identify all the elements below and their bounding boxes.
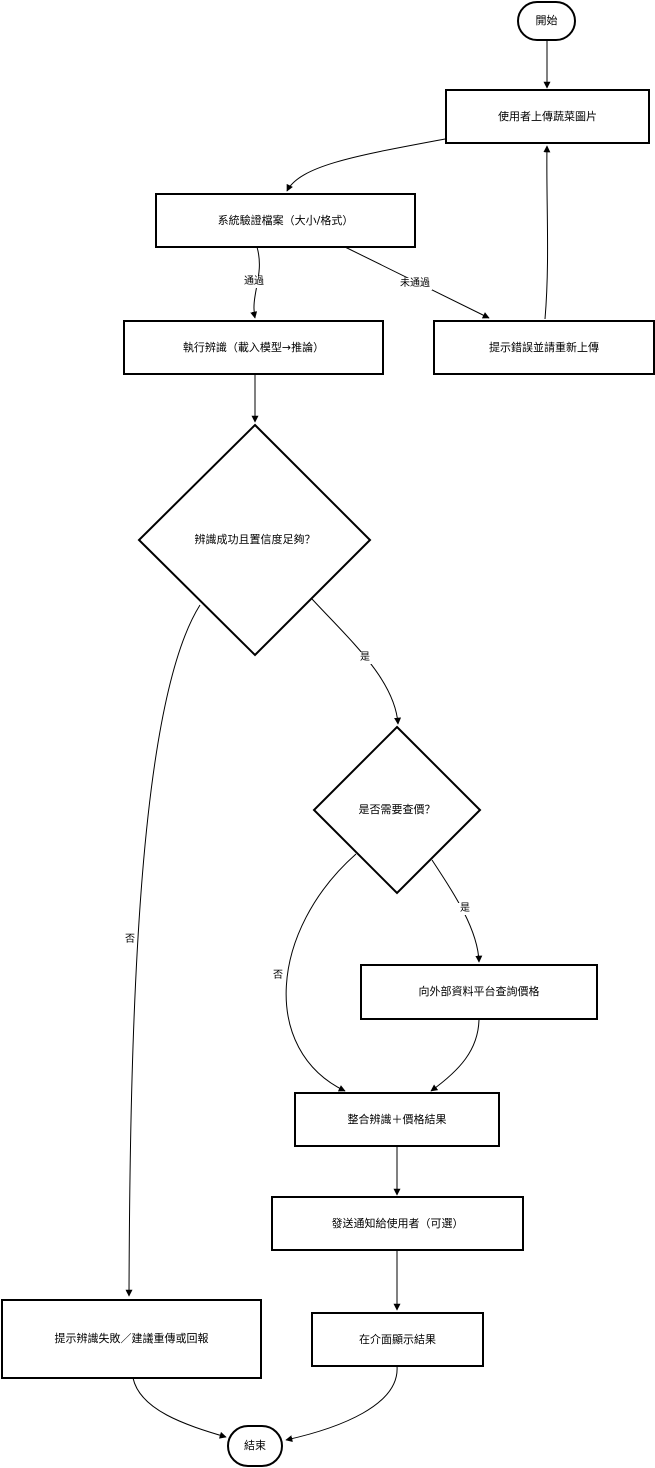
decision-price-label: 是否需要查價？ (358, 803, 436, 817)
notify-node: 發送通知給使用者（可選） (271, 1196, 524, 1251)
decision-success-node: 辨識成功且置信度足夠？ (160, 525, 350, 555)
validate-node: 系統驗證檔案（大小/格式） (155, 193, 416, 248)
merge-node: 整合辨識＋價格結果 (294, 1092, 500, 1147)
decision-success-shape (137, 423, 372, 657)
decision-success-label: 辨識成功且置信度足夠？ (194, 533, 316, 547)
error-node: 提示錯誤並請重新上傳 (433, 320, 655, 375)
edge-success-no (125, 604, 201, 1297)
edge-query-merge (430, 1019, 480, 1092)
start-label: 開始 (535, 14, 558, 28)
display-node: 在介面顯示結果 (311, 1312, 484, 1367)
end-node: 結束 (227, 1425, 283, 1467)
edge-fail-end (132, 1377, 227, 1439)
upload-node: 使用者上傳蔬菜圖片 (445, 89, 650, 144)
recognize-node: 執行辨識（載入模型→推論） (123, 320, 384, 375)
display-label: 在介面顯示結果 (359, 1332, 436, 1346)
edge-success-yes (311, 598, 402, 725)
edge-price-no (285, 853, 357, 1092)
decision-price-node: 是否需要查價？ (330, 795, 464, 825)
edge-label-not-pass: 未通過 (398, 278, 432, 290)
edge-label-no-1: 否 (123, 934, 137, 946)
recognize-label: 執行辨識（載入模型→推論） (182, 340, 325, 354)
edge-upload-validate (286, 138, 446, 192)
validate-label: 系統驗證檔案（大小/格式） (217, 213, 354, 227)
decision-price-shape (312, 725, 482, 895)
fail-label: 提示辨識失敗／建議重傳或回報 (54, 1332, 209, 1346)
edge-label-pass: 通過 (242, 276, 266, 288)
start-node: 開始 (517, 1, 576, 41)
edge-label-yes-2: 是 (458, 903, 472, 915)
merge-label: 整合辨識＋價格結果 (347, 1112, 447, 1126)
error-label: 提示錯誤並請重新上傳 (489, 340, 599, 354)
upload-label: 使用者上傳蔬菜圖片 (498, 109, 597, 123)
end-label: 結束 (244, 1439, 266, 1453)
edge-label-no-2: 否 (271, 970, 285, 982)
query-price-node: 向外部資料平台查詢價格 (360, 964, 598, 1020)
edge-label-yes-1: 是 (358, 652, 372, 664)
query-price-label: 向外部資料平台查詢價格 (418, 985, 540, 999)
edge-display-end (285, 1365, 398, 1443)
edge-error-upload (543, 145, 551, 320)
fail-node: 提示辨識失敗／建議重傳或回報 (1, 1299, 262, 1379)
notify-label: 發送通知給使用者（可選） (331, 1216, 464, 1230)
